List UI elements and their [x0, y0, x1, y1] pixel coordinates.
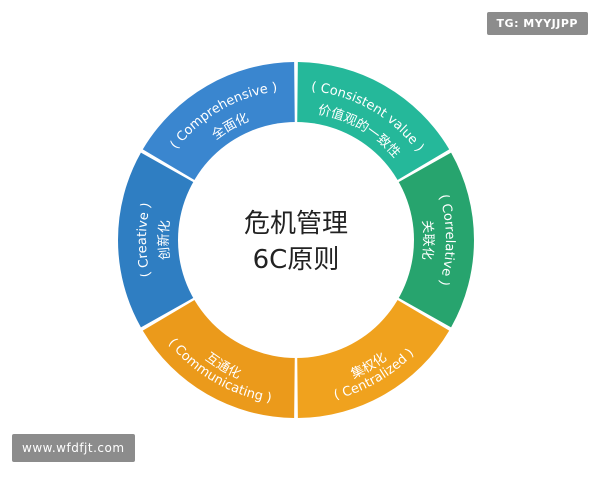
segment-correlative: [397, 152, 474, 328]
site-watermark-badge: www.wfdfjt.com: [12, 434, 135, 462]
label-zh-correlative: 关联化: [419, 219, 435, 260]
label-zh-creative: 创新化: [156, 219, 173, 260]
center-title-line1: 危机管理: [244, 209, 348, 239]
segment-creative: [118, 152, 195, 328]
label-en-creative: ( Creative ): [135, 201, 154, 278]
tg-watermark-badge: TG: MYYJJPP: [486, 12, 588, 35]
label-en-correlative: ( Correlative ): [436, 193, 458, 288]
center-title-line2: 6C原则: [253, 245, 340, 275]
segment-communicating: [142, 299, 295, 418]
segment-consistent: [297, 62, 450, 181]
segment-centralized: [297, 299, 450, 418]
segment-comprehensive: [142, 62, 295, 181]
center-circle: [178, 122, 414, 358]
ring-segments: [118, 62, 474, 418]
